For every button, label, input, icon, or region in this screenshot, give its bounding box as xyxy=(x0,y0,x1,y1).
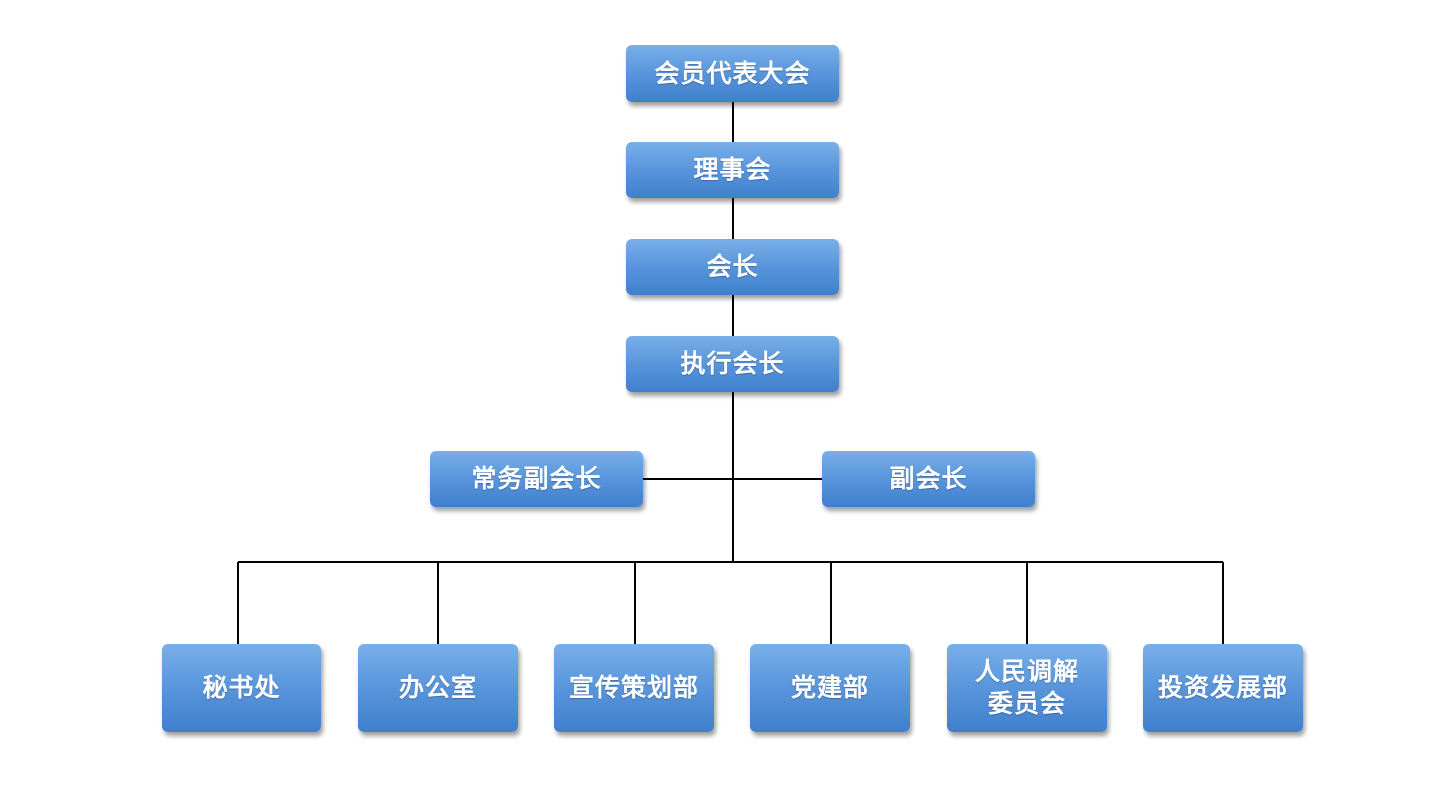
node-label: 理事会 xyxy=(693,155,772,184)
node-dept-secretariat: 秘书处 xyxy=(162,644,321,732)
node-label: 人民调解 委员会 xyxy=(974,657,1079,718)
node-label: 会长 xyxy=(706,252,759,281)
node-member-assembly: 会员代表大会 xyxy=(626,45,839,102)
node-label: 秘书处 xyxy=(202,673,281,702)
node-council: 理事会 xyxy=(626,142,839,198)
node-standing-vice-president: 常务副会长 xyxy=(430,451,643,507)
node-label: 常务副会长 xyxy=(471,464,602,493)
node-label: 办公室 xyxy=(398,673,477,702)
node-label: 副会长 xyxy=(889,464,968,493)
node-dept-publicity: 宣传策划部 xyxy=(554,644,714,732)
node-executive-president: 执行会长 xyxy=(626,336,839,392)
node-label: 投资发展部 xyxy=(1157,673,1288,702)
node-president: 会长 xyxy=(626,239,839,295)
node-dept-investment: 投资发展部 xyxy=(1143,644,1303,732)
node-label: 会员代表大会 xyxy=(654,58,811,88)
node-dept-mediation-committee: 人民调解 委员会 xyxy=(947,644,1107,732)
node-dept-party-building: 党建部 xyxy=(750,644,910,732)
node-label: 党建部 xyxy=(790,673,869,702)
node-vice-president: 副会长 xyxy=(822,451,1035,507)
node-dept-office: 办公室 xyxy=(358,644,518,732)
node-label: 宣传策划部 xyxy=(568,673,699,702)
node-label: 执行会长 xyxy=(680,349,785,378)
